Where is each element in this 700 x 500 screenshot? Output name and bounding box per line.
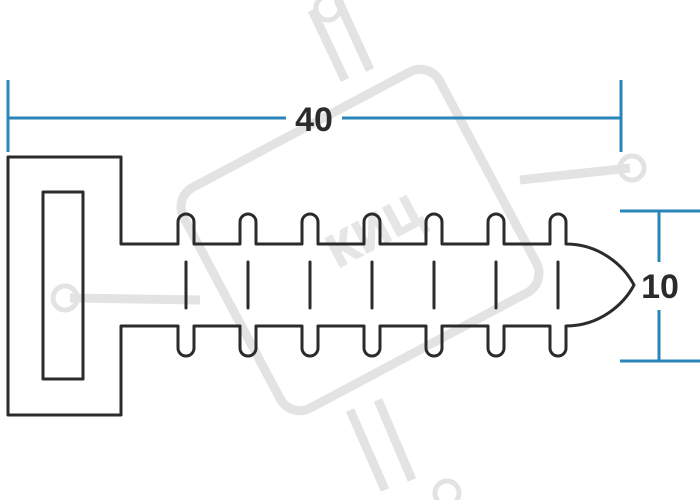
dimension-width <box>6 80 623 152</box>
watermark-line-bottom-2 <box>373 398 417 482</box>
dimension-height <box>620 209 700 363</box>
watermark: КИЦ <box>50 0 647 500</box>
watermark-text: КИЦ <box>318 184 431 277</box>
watermark-dot-right <box>617 153 647 183</box>
height-label: 10 <box>641 268 679 306</box>
part-head-slot <box>41 190 85 381</box>
watermark-dot-top <box>313 0 343 23</box>
width-label: 40 <box>295 101 333 139</box>
watermark-line-bottom <box>345 408 390 492</box>
watermark-line-top-2 <box>307 8 350 82</box>
watermark-line-right <box>519 163 631 185</box>
watermark-dot-bottom <box>432 478 462 500</box>
watermark-line-left <box>69 293 201 305</box>
watermark-frame <box>176 64 544 416</box>
part-outline <box>6 155 636 417</box>
part-head-outer <box>6 155 636 417</box>
watermark-dot-left <box>50 283 80 313</box>
watermark-line-top <box>333 0 375 72</box>
